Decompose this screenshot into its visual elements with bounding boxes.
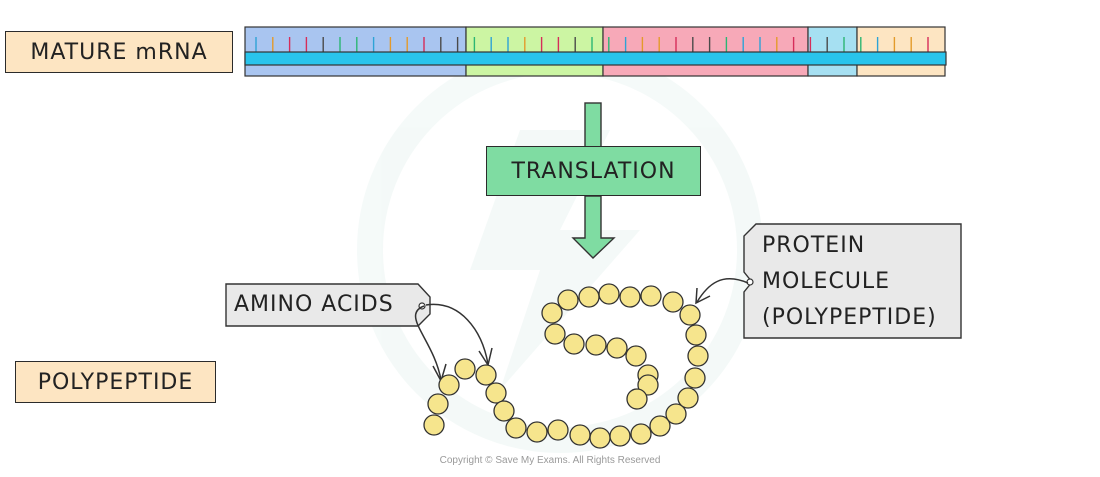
amino-acid-bead — [578, 286, 600, 308]
arrow-head — [571, 195, 616, 259]
amino-acid-bead — [598, 283, 620, 305]
translation-label: TRANSLATION — [486, 146, 701, 196]
mrna-base-ticks — [255, 37, 929, 52]
amino-acid-bead — [626, 388, 648, 410]
amino-acid-bead — [454, 358, 476, 380]
amino-acid-bead — [557, 289, 579, 311]
protein-label-line-3: (POLYPEPTIDE) — [762, 305, 937, 330]
copyright-notice: Copyright © Save My Exams. All Rights Re… — [439, 455, 661, 466]
mrna-backbone — [244, 51, 947, 66]
amino-acid-bead — [687, 345, 709, 367]
amino-acid-bead — [589, 427, 611, 449]
amino-acid-bead — [427, 393, 449, 415]
amino-acid-bead — [640, 285, 662, 307]
protein-tag-shape — [743, 223, 962, 339]
amino-acid-bead — [619, 286, 641, 308]
amino-acid-bead — [606, 337, 628, 359]
amino-acid-bead — [679, 304, 701, 326]
amino-acid-bead — [662, 291, 684, 313]
protein-label-line-2: MOLECULE — [762, 269, 891, 294]
amino-pointer-2 — [425, 303, 489, 365]
amino-acids-label: AMINO ACIDS — [234, 292, 394, 317]
amino-acid-bead — [585, 334, 607, 356]
amino-acid-bead — [625, 345, 647, 367]
amino-acid-bead — [493, 400, 515, 422]
amino-acid-bead — [563, 333, 585, 355]
protein-pointer — [696, 278, 749, 303]
amino-acid-bead — [637, 374, 659, 396]
amino-acid-bead — [475, 364, 497, 386]
amino-acid-bead — [665, 403, 687, 425]
amino-acid-bead — [569, 424, 591, 446]
polypeptide-chain — [423, 283, 709, 449]
amino-acid-bead — [544, 323, 566, 345]
amino-acid-bead — [684, 367, 706, 389]
amino-acid-bead — [505, 417, 527, 439]
amino-acid-bead — [485, 382, 507, 404]
protein-molecule-label: PROTEIN MOLECULE (POLYPEPTIDE) — [762, 228, 937, 336]
amino-acid-bead — [438, 374, 460, 396]
amino-acid-bead — [541, 302, 563, 324]
protein-tag-hole — [746, 278, 754, 286]
amino-acid-bead — [526, 421, 548, 443]
arrow-shaft-upper — [584, 102, 602, 149]
amino-acid-bead — [649, 415, 671, 437]
mature-mrna-strand — [244, 26, 947, 77]
amino-acid-bead — [547, 419, 569, 441]
protein-label-line-1: PROTEIN — [762, 233, 866, 258]
amino-acid-bead — [423, 414, 445, 436]
amino-acids-tag-shape — [225, 283, 431, 327]
amino-acid-bead — [677, 387, 699, 409]
amino-acid-bead — [685, 324, 707, 346]
amino-pointer-1 — [414, 305, 442, 381]
mature-mrna-label: MATURE mRNA — [5, 31, 233, 73]
protein-pointer-head — [695, 287, 711, 305]
polypeptide-label: POLYPEPTIDE — [15, 361, 216, 403]
amino-acid-bead — [630, 423, 652, 445]
translation-arrow — [571, 102, 616, 259]
amino-acid-bead — [609, 425, 631, 447]
